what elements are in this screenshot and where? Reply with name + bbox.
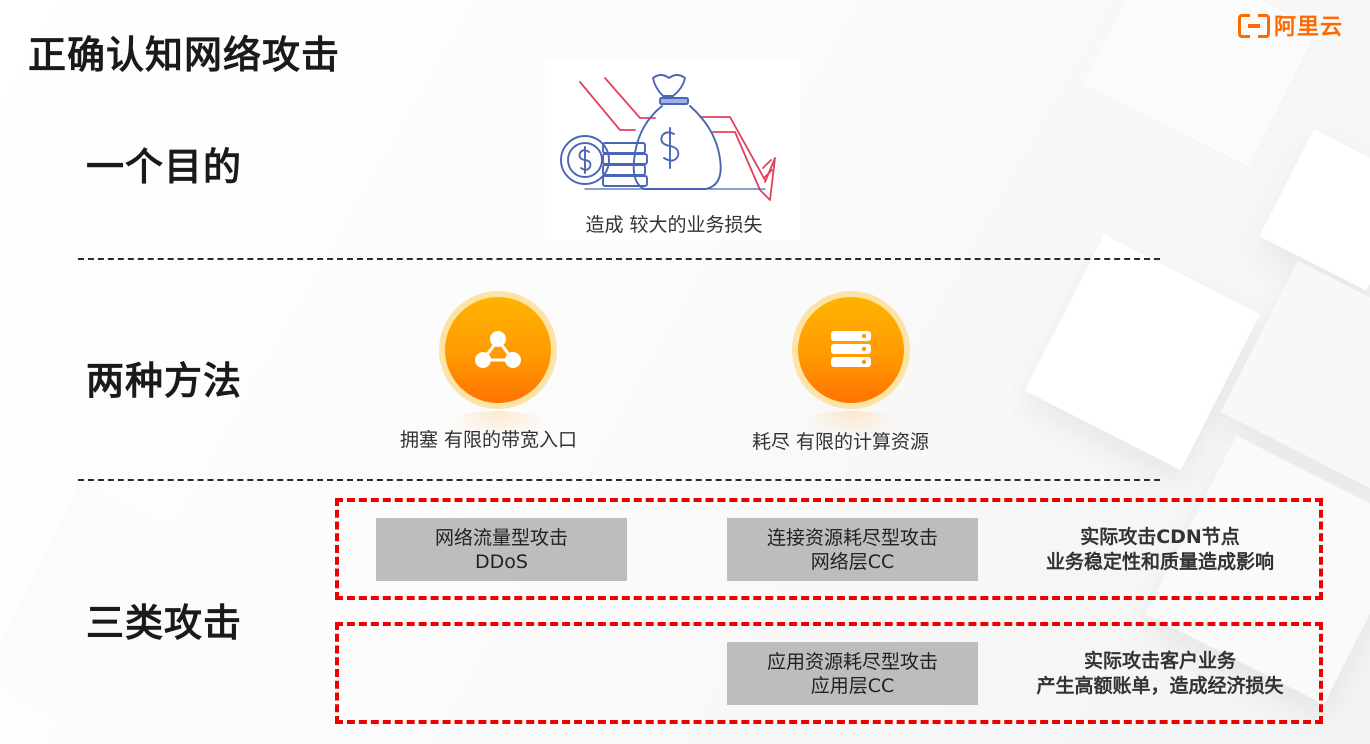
section-heading-attacks: 三类攻击 xyxy=(86,601,243,645)
slide-title: 正确认知网络攻击 xyxy=(28,33,341,77)
impact-line: 实际攻击CDN节点 xyxy=(1080,526,1240,548)
attack-type-name: 应用资源耗尽型攻击 xyxy=(766,650,938,673)
impact-line: 实际攻击客户业务 xyxy=(1083,650,1236,672)
network-nodes-icon xyxy=(475,331,521,368)
attack-type-ddos: 网络流量型攻击 DDoS xyxy=(376,518,627,581)
attack-type-label: 应用层CC xyxy=(810,674,895,697)
money-bag-loss-icon xyxy=(545,60,800,240)
server-stack-icon xyxy=(831,331,871,367)
section-divider xyxy=(78,258,1160,260)
section-heading-methods: 两种方法 xyxy=(86,359,243,403)
method-exhaust-compute xyxy=(792,291,910,441)
attack-group-customer xyxy=(335,622,1323,724)
method-caption-bandwidth: 拥塞 有限的带宽入口 xyxy=(400,429,578,451)
impact-line: 业务稳定性和质量造成影响 xyxy=(1045,551,1274,573)
method-caption-compute: 耗尽 有限的计算资源 xyxy=(752,431,930,453)
attack-type-application-cc: 应用资源耗尽型攻击 应用层CC xyxy=(727,642,978,705)
attack-type-label: 网络层CC xyxy=(810,550,895,573)
brand-logo: 阿里云 xyxy=(1238,9,1343,41)
attack-type-name: 连接资源耗尽型攻击 xyxy=(766,526,938,549)
attack-type-network-cc: 连接资源耗尽型攻击 网络层CC xyxy=(727,518,978,581)
brand-logo-text: 阿里云 xyxy=(1274,15,1344,40)
method-congest-bandwidth xyxy=(439,291,557,441)
aliyun-bracket-logo-icon xyxy=(1238,14,1270,38)
impact-note-cdn: 实际攻击CDN节点 业务稳定性和质量造成影响 xyxy=(1010,525,1310,575)
section-divider xyxy=(78,479,1160,481)
purpose-caption: 造成 较大的业务损失 xyxy=(585,214,763,236)
section-heading-purpose: 一个目的 xyxy=(86,145,243,189)
impact-line: 产生高额账单，造成经济损失 xyxy=(1036,675,1284,697)
impact-note-customer: 实际攻击客户业务 产生高额账单，造成经济损失 xyxy=(1010,649,1310,699)
attack-type-label: DDoS xyxy=(475,550,528,573)
attack-type-name: 网络流量型攻击 xyxy=(434,526,568,549)
attack-group-cdn xyxy=(335,498,1323,600)
